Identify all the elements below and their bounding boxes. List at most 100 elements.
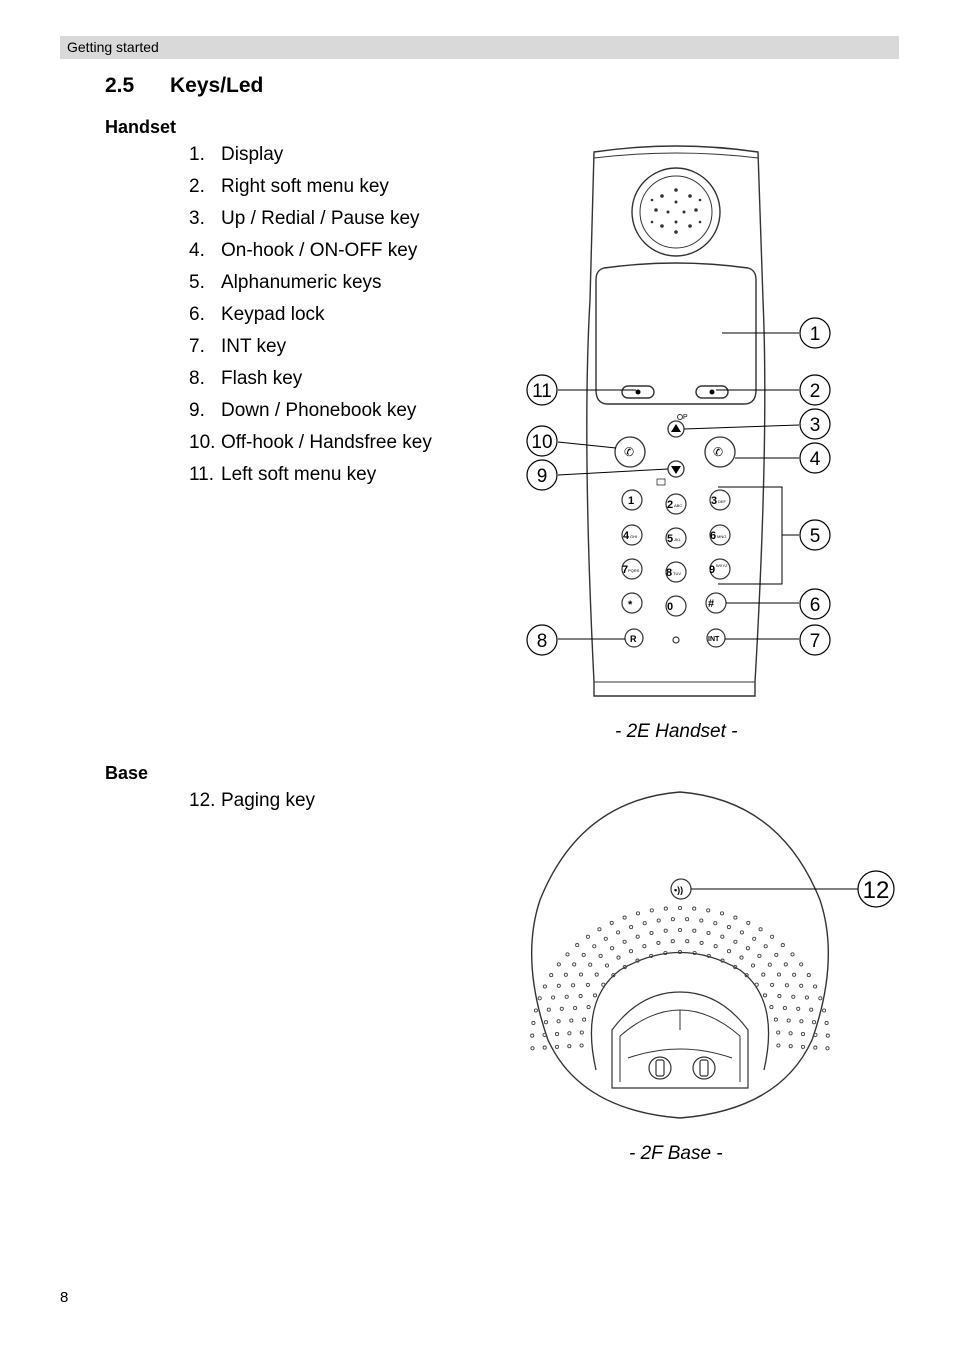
speaker-hole <box>551 995 556 1000</box>
speaker-hole <box>818 996 823 1001</box>
speaker-hole <box>752 936 757 941</box>
speaker-hole <box>770 982 775 987</box>
speaker-hole <box>542 1032 547 1037</box>
speaker-hole <box>784 983 789 988</box>
base-heading: Base <box>105 763 149 783</box>
speaker-hole <box>556 983 561 988</box>
speaker-hole <box>776 1043 781 1048</box>
callout-10: 10 <box>531 432 552 453</box>
speaker-hole <box>744 973 749 978</box>
speaker-hole <box>635 911 641 916</box>
speaker-hole <box>745 946 750 951</box>
speaker-hole <box>782 1005 787 1011</box>
list-item: 6.Keypad lock <box>189 304 325 325</box>
speaker-hole <box>609 920 614 925</box>
speaker-hole <box>733 939 738 944</box>
speaker-hole <box>706 930 711 936</box>
speaker-hole <box>592 944 597 949</box>
callout-11: 11 <box>532 381 552 402</box>
cradle-inner <box>611 991 749 1089</box>
speaker-hole <box>699 918 704 923</box>
speaker-hole <box>699 940 704 945</box>
running-header-text: Getting started <box>67 39 159 55</box>
speaker-hole <box>774 952 779 957</box>
speaker-hole <box>685 939 690 944</box>
key-6-letters: MNO <box>717 534 726 539</box>
list-item: 2.Right soft menu key <box>189 176 389 197</box>
list-item: 8.Flash key <box>189 368 303 389</box>
speaker-hole <box>813 1045 818 1050</box>
speaker-hole <box>579 1043 584 1048</box>
speaker-hole <box>642 944 647 949</box>
key-hash: # <box>708 598 714 610</box>
list-item: 7.INT key <box>189 336 287 357</box>
key-6: 6 <box>710 530 716 542</box>
charging-contacts <box>648 1056 716 1080</box>
speaker-hole <box>706 908 711 913</box>
speaker-hole <box>791 994 796 999</box>
list-item: 3.Up / Redial / Pause key <box>189 208 420 229</box>
speaker-hole <box>663 950 668 956</box>
key-2-letters: ABC <box>674 503 682 508</box>
speaker-hole <box>761 972 766 977</box>
speaker-hole <box>616 930 621 935</box>
speaker-hole <box>601 982 606 987</box>
speaker-hole <box>677 905 683 911</box>
callout-6: 6 <box>810 595 821 616</box>
speaker-hole <box>581 952 586 957</box>
speaker-hole <box>746 920 751 925</box>
speaker-hole <box>713 944 718 949</box>
speaker-hole <box>572 962 577 967</box>
base-illustration: •)) 12 <box>530 791 895 1119</box>
callout-9: 9 <box>537 466 548 487</box>
speaker-hole <box>582 1017 587 1022</box>
speaker-hole <box>788 1031 793 1036</box>
speaker-hole <box>622 939 627 944</box>
speaker-hole <box>763 944 768 949</box>
speaker-hole <box>777 994 782 999</box>
base-caption: - 2F Base - <box>629 1143 723 1164</box>
key-4: 4 <box>623 530 630 542</box>
speaker-hole <box>720 958 725 963</box>
callout-1: 1 <box>810 324 821 345</box>
speaker-hole <box>616 955 621 960</box>
speaker-hole <box>809 1007 814 1012</box>
speaker-hole <box>592 993 598 998</box>
speaker-hole <box>799 962 804 967</box>
speaker-hole <box>635 934 640 939</box>
phonebook-icon <box>656 478 666 486</box>
speaker-hole <box>813 984 818 989</box>
speaker-hole <box>758 927 763 932</box>
speaker-hole <box>776 1030 781 1035</box>
base-key-list: 12.Paging key <box>189 790 315 822</box>
speaker-hole <box>554 1044 560 1049</box>
key-3-letters: DEF <box>718 499 727 504</box>
speaker-hole <box>549 973 554 978</box>
speaker-hole <box>530 1033 535 1038</box>
handset-heading: Handset <box>105 117 177 137</box>
speaker-hole <box>692 906 697 911</box>
callout-7: 7 <box>810 631 821 652</box>
handset-key-list: 1.Display 2.Right soft menu key 3.Up / R… <box>189 144 432 496</box>
speaker-hole <box>622 965 627 970</box>
key-4-letters: GHI <box>630 534 637 539</box>
speaker-hole <box>806 973 811 978</box>
speaker-hole <box>726 925 731 930</box>
speaker-hole <box>629 925 634 930</box>
speaker-hole <box>685 917 690 922</box>
speaker-hole <box>824 1020 829 1026</box>
speaker-hole <box>603 936 608 941</box>
list-item: 4.On-hook / ON-OFF key <box>189 240 418 261</box>
speaker-hole <box>546 1007 551 1012</box>
speaker-hole <box>733 965 738 970</box>
speaker-hole <box>739 955 744 960</box>
speaker-hole <box>786 1018 791 1023</box>
speaker-hole <box>692 950 697 956</box>
speaker-hole <box>604 963 610 968</box>
speaker-hole <box>792 972 797 977</box>
list-item: 5.Alphanumeric keys <box>189 272 382 293</box>
speaker-hole <box>585 934 590 939</box>
list-item: 1.Display <box>189 144 284 165</box>
speaker-hole <box>773 1017 778 1022</box>
speaker-hole <box>767 962 772 967</box>
